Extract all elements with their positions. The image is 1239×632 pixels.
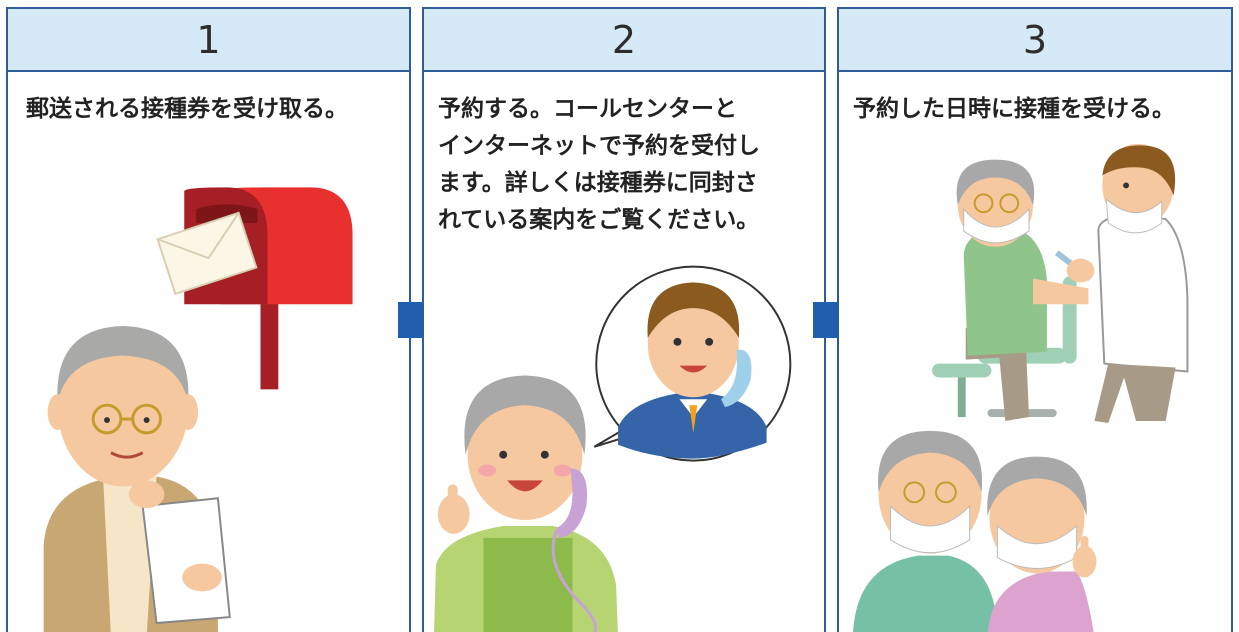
step-number-2: 2 (611, 17, 637, 62)
step-illustration-2 (434, 265, 792, 632)
step-header-2: 2 (424, 9, 824, 72)
elderly-man-reading-icon (43, 325, 231, 632)
operator-icon (593, 265, 792, 462)
doctor-icon (1054, 143, 1189, 423)
step-header-3: 3 (839, 9, 1231, 72)
step-header-1: 1 (8, 9, 409, 72)
step-text-2: 予約する。コールセンターと インターネットで予約を受付し ます。詳しくは接種券に… (438, 96, 760, 233)
elderly-woman-phone-icon (434, 375, 618, 632)
elderly-couple-masks-icon (853, 430, 1097, 632)
step-number-1: 1 (196, 17, 221, 62)
envelope-icon (156, 211, 258, 296)
step-panel-3: 3 予約した日時に接種を受ける。 (837, 7, 1233, 632)
mailbox-icon (184, 187, 353, 390)
step-illustration-3 (853, 143, 1189, 632)
step-text-3: 予約した日時に接種を受ける。 (853, 96, 1175, 122)
step-illustration-1 (43, 187, 353, 632)
patient-icon (956, 159, 1089, 422)
step-panel-2: 2 予約する。コールセンターと インターネットで予約を受付し ます。詳しくは接種… (422, 7, 826, 632)
step-text-1: 郵送される接種券を受け取る。 (26, 96, 348, 122)
step-panel-1: 1 郵送される接種券を受け取る。 (6, 7, 411, 632)
step-number-3: 3 (1022, 17, 1048, 62)
